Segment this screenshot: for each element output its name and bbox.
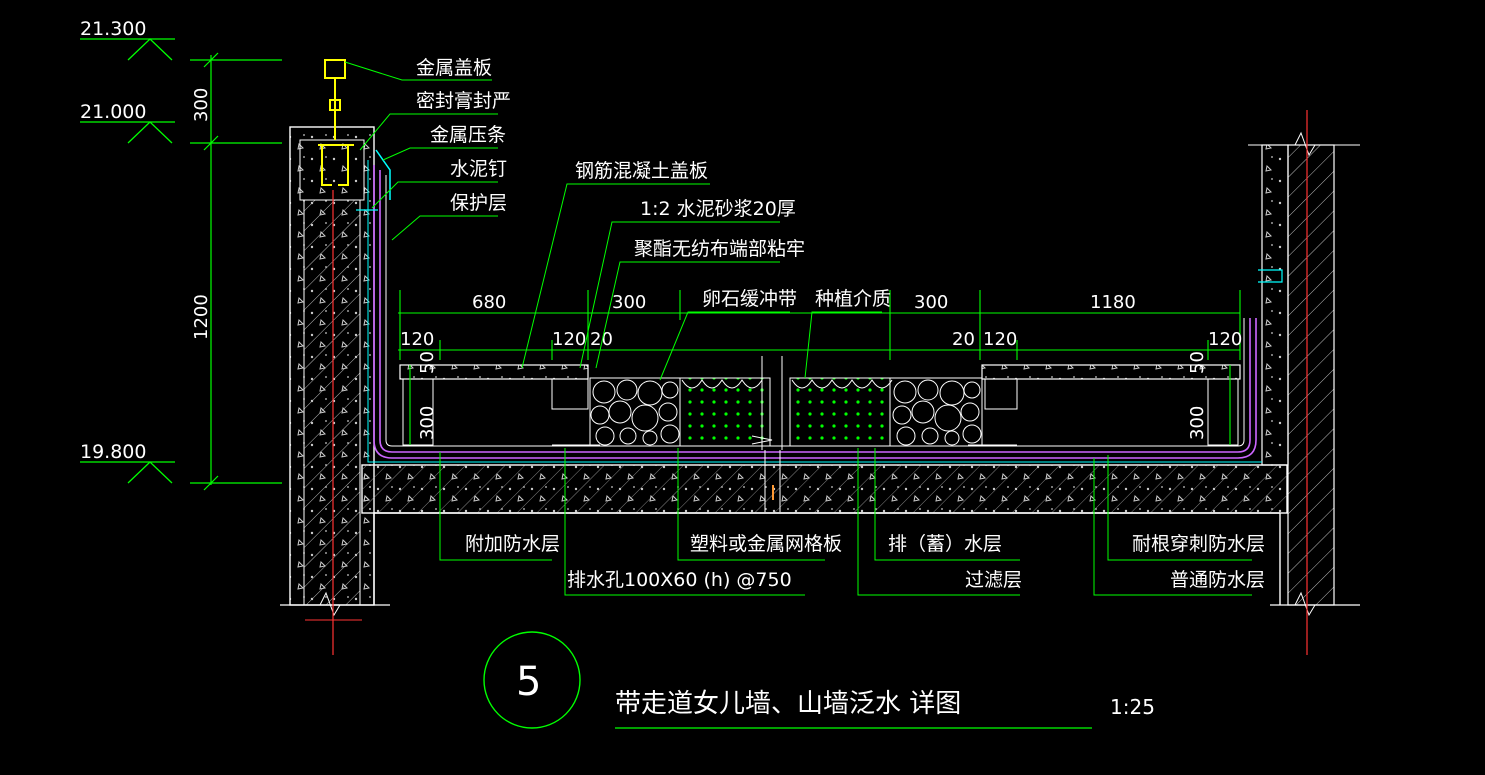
walkway-left (399, 364, 600, 446)
dim-120-c: 120 (983, 329, 1017, 350)
dim-1200-vertical: 1200 (191, 294, 212, 340)
label-sealant: 密封膏封严 (416, 89, 511, 112)
label-grid-plate: 塑料或金属网格板 (690, 533, 842, 555)
dim-680: 680 (472, 292, 506, 313)
right-gable-wall (1248, 131, 1360, 617)
planting-medium (679, 356, 893, 512)
label-drain-hole: 排水孔100X60 (h) @750 (567, 569, 792, 591)
label-cement-nail: 水泥钉 (450, 158, 507, 180)
detail-title: 带走道女儿墙、山墙泛水 详图 (615, 689, 961, 719)
pebble-buffer-left (589, 377, 681, 447)
dim-300-left-side: 300 (417, 406, 438, 440)
dim-120-b: 120 (552, 329, 586, 350)
label-protection: 保护层 (450, 192, 507, 214)
label-filter-layer: 过滤层 (965, 569, 1022, 591)
label-drainage-layer: 排（蓄）水层 (888, 533, 1002, 555)
bottom-leaders (439, 448, 1252, 596)
dim-20-b: 20 (952, 329, 975, 350)
label-metal-cover: 金属盖板 (416, 57, 492, 79)
dim-300-vertical: 300 (191, 88, 212, 122)
dim-50-right: 50 (1187, 351, 1208, 374)
label-normal-waterproof: 普通防水层 (1170, 569, 1265, 591)
dim-300-left: 300 (612, 292, 646, 313)
label-metal-strip: 金属压条 (430, 124, 506, 146)
label-extra-waterproof: 附加防水层 (465, 533, 560, 555)
dim-120-d: 120 (1208, 329, 1242, 350)
horizontal-dimensions (398, 290, 1241, 445)
vertical-dimension-line (190, 52, 282, 491)
scale-text: 1:25 (1110, 695, 1155, 719)
dim-50-left: 50 (417, 351, 438, 374)
detail-number-circle (483, 631, 581, 729)
elevation-markers (80, 38, 175, 484)
elevation-19800: 19.800 (80, 441, 146, 463)
right-flashing-nail (1258, 269, 1283, 283)
label-planting-medium: 种植介质 (815, 288, 891, 310)
top-leaders (344, 61, 882, 381)
label-root-resistant: 耐根穿刺防水层 (1132, 533, 1265, 555)
label-rc-cover: 钢筋混凝土盖板 (575, 160, 708, 182)
elevation-21000: 21.000 (80, 101, 146, 123)
elevation-21300: 21.300 (80, 18, 146, 40)
metal-cover-anchor (318, 59, 354, 186)
label-fabric-end: 聚酯无纺布端部粘牢 (634, 238, 805, 260)
label-mortar: 1:2 水泥砂浆20厚 (640, 198, 796, 220)
detail-number: 5 (516, 659, 541, 705)
dim-120-a: 120 (400, 329, 434, 350)
label-pebble-buffer: 卵石缓冲带 (702, 288, 797, 310)
left-parapet-wall (280, 126, 390, 617)
dim-300-right-side: 300 (1187, 406, 1208, 440)
roof-slab (361, 464, 1288, 605)
pebble-buffer-right (889, 377, 983, 447)
dim-20-a: 20 (590, 329, 613, 350)
dim-1180: 1180 (1090, 292, 1136, 313)
dim-300-right: 300 (914, 292, 948, 313)
walkway-right (968, 364, 1241, 446)
